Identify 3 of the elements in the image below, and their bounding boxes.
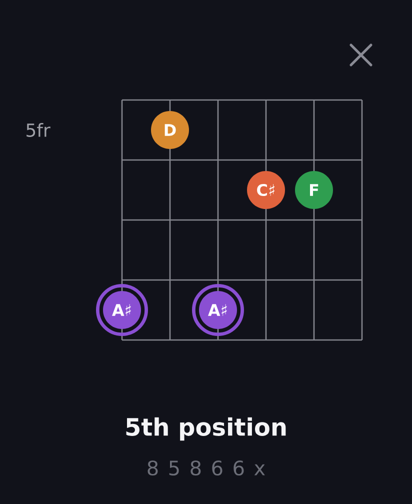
fingering-label: 8 5 8 6 6 x bbox=[148, 460, 265, 476]
title: 5th position bbox=[126, 417, 286, 441]
fret-number-label: 5fr bbox=[26, 123, 50, 137]
